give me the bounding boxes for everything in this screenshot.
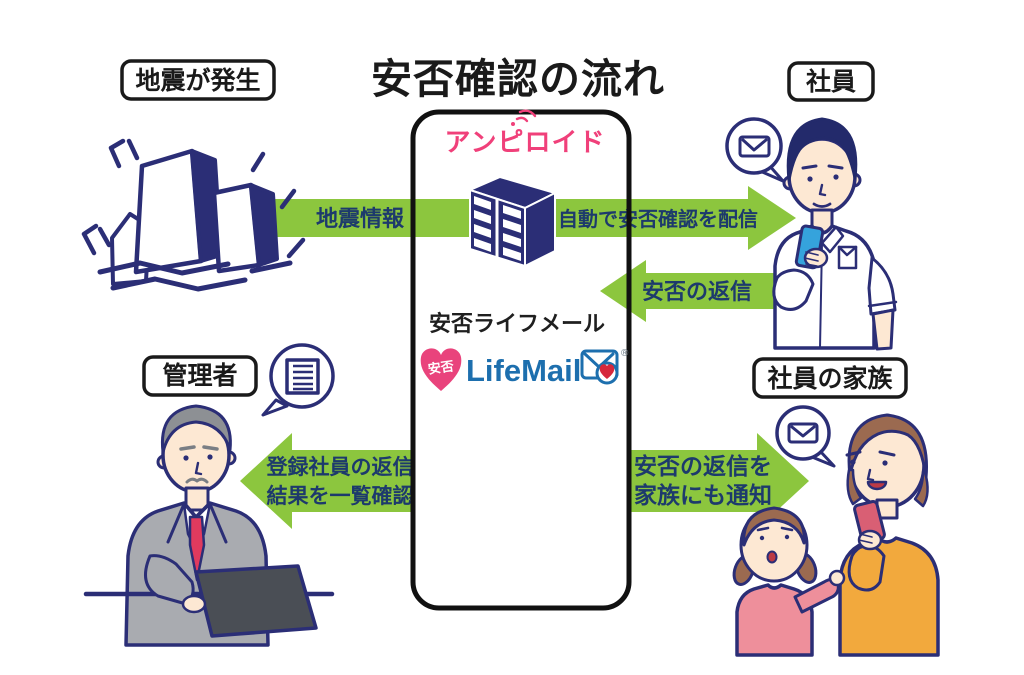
employee-label: 社員 xyxy=(787,61,875,102)
arrow-safety-reply-label: 安否の返信 xyxy=(642,279,752,304)
registered-mark: ® xyxy=(621,348,629,359)
admin-neck xyxy=(184,486,210,512)
service-name: 安否ライフメール xyxy=(429,311,605,336)
building-tall-front xyxy=(133,148,204,275)
page-title: 安否確認の流れ xyxy=(371,56,665,102)
brand-logo-text: アンピロイド xyxy=(445,127,606,157)
lifemail-logo: 安否 LifeMail ® xyxy=(420,348,629,391)
arrow-family-notify-label-2: 家族にも通知 xyxy=(634,482,772,508)
daughter-figure xyxy=(732,506,846,657)
speech-bubble-family xyxy=(775,405,836,468)
daughter-hair xyxy=(742,506,806,547)
earthquake-label-text: 地震が発生 xyxy=(135,66,260,95)
admin-lapels xyxy=(166,502,228,544)
arrow-earthquake-info-label: 地震情報 xyxy=(316,206,405,231)
speech-bubble-employee xyxy=(725,117,785,183)
mother-hair xyxy=(847,413,929,480)
envelope-heart-icon xyxy=(580,349,619,385)
signal-icon xyxy=(511,109,537,126)
family-label-text: 社員の家族 xyxy=(767,364,893,393)
admin-hand xyxy=(181,594,207,614)
lifemail-wordmark: LifeMail xyxy=(466,353,581,388)
ground-lines xyxy=(97,260,293,292)
earthquake-illustration xyxy=(81,138,306,292)
family-label: 社員の家族 xyxy=(752,357,908,399)
arrow-family-notify: 安否の返信を 家族にも通知 xyxy=(629,433,809,529)
shake-marks xyxy=(81,138,306,259)
mother-sleeve xyxy=(847,544,886,592)
arrow-safety-reply: 安否の返信 xyxy=(600,260,800,322)
arrow-auto-distribute-label: 自動で安否確認を配信 xyxy=(558,207,758,231)
admin-illustration xyxy=(83,343,335,647)
heart-badge: 安否 xyxy=(420,348,462,391)
server-icon xyxy=(469,176,556,267)
brand-logo: アンピロイド xyxy=(445,109,606,157)
arrow-admin-check-label-2: 結果を一覧確認 xyxy=(267,484,414,508)
employee-face xyxy=(801,164,844,208)
employee-label-text: 社員 xyxy=(806,67,856,96)
laptop-icon xyxy=(194,564,318,638)
server-slots xyxy=(474,196,521,261)
arrow-auto-distribute: 自動で安否確認を配信 xyxy=(540,186,796,250)
speech-bubble-admin xyxy=(261,343,335,417)
mother-face xyxy=(845,450,896,491)
building-right-side xyxy=(249,183,279,267)
earthquake-label: 地震が発生 xyxy=(120,59,276,101)
list-document-icon xyxy=(285,358,320,395)
admin-tie xyxy=(188,515,206,582)
family-illustration xyxy=(732,405,940,657)
employee-sleeve-left xyxy=(772,268,815,311)
admin-label-text: 管理者 xyxy=(162,361,237,390)
arrow-admin-check-label-1: 登録社員の返信 xyxy=(266,455,414,479)
arrow-admin-check: 登録社員の返信 結果を一覧確認 xyxy=(240,433,414,529)
admin-label: 管理者 xyxy=(142,355,258,397)
daughter-face xyxy=(756,526,794,564)
admin-hair xyxy=(160,404,232,454)
daughter-hand xyxy=(828,569,846,587)
employee-forearm xyxy=(871,308,895,351)
heart-badge-text: 安否 xyxy=(427,358,455,376)
envelope-icon-family xyxy=(787,422,819,444)
envelope-icon xyxy=(738,135,771,158)
mother-figure xyxy=(838,413,940,657)
arrow-family-notify-label-1: 安否の返信を xyxy=(634,453,772,479)
admin-sleeve xyxy=(144,554,195,606)
employee-hair xyxy=(786,117,858,182)
employee-illustration xyxy=(725,117,898,351)
